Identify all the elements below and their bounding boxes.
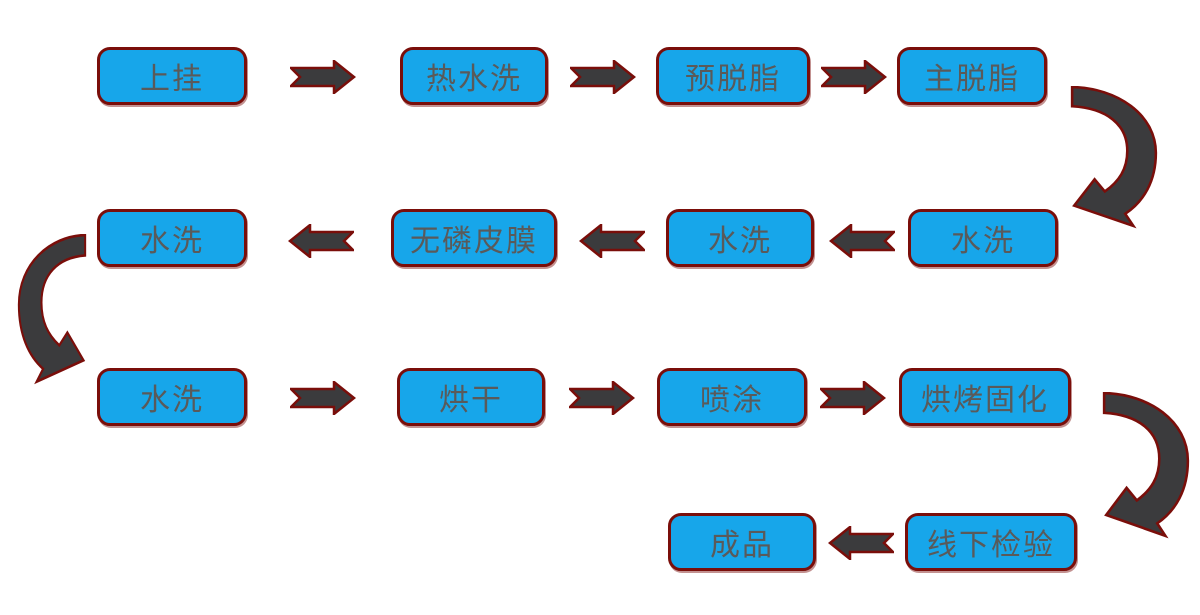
arrow-right-icon	[290, 60, 356, 94]
arrow-right-icon	[821, 60, 887, 94]
arrow-left-icon	[828, 526, 894, 560]
node-hang-up: 上挂	[97, 47, 247, 105]
node-water-wash-4: 水洗	[97, 209, 247, 267]
node-water-wash-3: 水洗	[666, 209, 814, 267]
node-pre-degrease: 预脱脂	[656, 47, 810, 105]
arrow-right-icon	[820, 381, 886, 415]
node-phosphate-free-film: 无磷皮膜	[391, 209, 557, 267]
node-water-wash-2: 水洗	[908, 209, 1058, 267]
arrow-left-icon	[829, 224, 895, 258]
node-main-degrease: 主脱脂	[897, 47, 1047, 105]
arrow-right-icon	[569, 381, 635, 415]
node-finished-product: 成品	[668, 513, 816, 571]
node-drying: 烘干	[397, 368, 545, 426]
node-hot-water-wash: 热水洗	[400, 47, 548, 105]
curved-arrow-down-left-icon	[1070, 86, 1158, 229]
arrow-left-icon	[288, 224, 354, 258]
curved-arrow-down-left-icon	[1102, 392, 1190, 539]
arrow-left-icon	[579, 224, 645, 258]
arrow-right-icon	[290, 381, 356, 415]
node-spray-coating: 喷涂	[657, 368, 807, 426]
node-bake-curing: 烘烤固化	[899, 368, 1071, 426]
node-water-wash-5: 水洗	[97, 368, 247, 426]
arrow-right-icon	[570, 60, 636, 94]
node-offline-inspection: 线下检验	[905, 513, 1077, 571]
curved-arrow-down-right-icon	[17, 234, 87, 385]
